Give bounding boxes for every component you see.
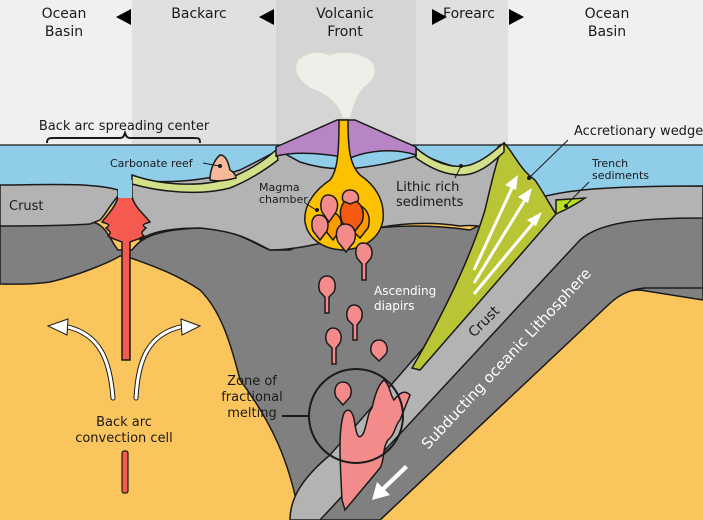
region-forearc: Forearc <box>443 6 495 22</box>
label-carbonate-reef: Carbonate reef <box>110 157 194 170</box>
diapir-1 <box>355 242 373 281</box>
magma-chamber-leader <box>304 202 317 211</box>
label-magma-chamber-line1: Magma <box>259 181 300 194</box>
label-accretionary-wedge: Accretionary wedge <box>574 124 703 139</box>
label-zone-line1: Zone of <box>227 374 277 389</box>
region-volcanic-front-line1: Volcanic <box>316 6 374 22</box>
sky-backarc <box>132 0 276 150</box>
convection-arrow-left-fill <box>66 325 115 400</box>
label-crust-left: Crust <box>9 199 44 214</box>
region-volcanic-front-line2: Front <box>327 24 363 40</box>
label-magma-chamber-line2: chamber <box>259 193 308 206</box>
wedge-arrow-2-head <box>518 188 532 203</box>
carbonate-reef-leader <box>202 162 220 167</box>
region-ocean-basin-right-line1: Ocean <box>585 6 630 22</box>
wedge-arrow-3-shaft <box>472 221 536 295</box>
region-backarc: Backarc <box>171 6 226 22</box>
sky-ocean-basin-right <box>508 0 703 150</box>
trench-leader <box>566 181 590 205</box>
region-ocean-basin-right-line2: Basin <box>588 24 626 40</box>
wedge-arrow-1-head <box>505 175 518 190</box>
label-convection-line1: Back arc <box>96 415 152 430</box>
drop-pink-2 <box>311 214 329 242</box>
lithic-dot <box>459 164 463 168</box>
drop-pink-4 <box>335 223 357 254</box>
subducting-crust <box>289 185 703 520</box>
diapir-6 <box>334 381 352 407</box>
label-trench-line1: Trench <box>591 157 628 170</box>
wedge-arrow-3-head <box>527 212 542 226</box>
region-ocean-basin-left-line2: Basin <box>45 24 83 40</box>
carbonate-reef <box>209 154 237 182</box>
label-lithic-line1: Lithic rich <box>396 180 459 195</box>
wedge-arrow-1-shaft <box>472 187 514 271</box>
label-zone-line3: melting <box>227 406 276 421</box>
subduction-direction-arrow <box>372 465 408 500</box>
convection-arrowhead-left <box>46 318 69 336</box>
drop-pink-1 <box>320 194 339 224</box>
region-ocean-basin-left-line1: Ocean <box>42 6 87 22</box>
sky-forearc <box>416 0 508 150</box>
magma-chamber-dot <box>315 208 319 212</box>
label-zone-line2: fractional <box>221 390 283 405</box>
label-ascending-line1: Ascending <box>374 284 436 298</box>
label-lithic-line2: sediments <box>396 195 464 210</box>
trench-sediments <box>555 197 588 216</box>
convection-arrowhead-right <box>180 318 202 336</box>
diapir-5 <box>370 339 388 363</box>
overriding-crust-left <box>0 183 119 227</box>
drop-pink-3 <box>341 189 360 205</box>
backarc-magma-plume <box>100 196 152 361</box>
arrow-left-volcanic <box>259 9 274 25</box>
diapir-3 <box>346 304 363 341</box>
arrow-left-backarc <box>116 9 131 25</box>
backarc-magma-tail <box>121 450 129 494</box>
lithic-sediment-layer <box>415 141 505 176</box>
accretionary-wedge-leader <box>529 139 569 178</box>
label-convection-line2: convection cell <box>75 431 173 446</box>
spreading-center-bracket <box>46 129 201 144</box>
spreading-center-channel <box>118 180 132 198</box>
sky-ocean-basin-left <box>0 0 132 150</box>
wedge-uplift-arrows <box>472 175 542 295</box>
diapir-2 <box>318 275 336 314</box>
lithic-leader <box>454 165 462 179</box>
wedge-arrow-2-shaft <box>472 199 527 284</box>
diapir-4 <box>325 327 342 365</box>
label-back-arc-spreading-center: Back arc spreading center <box>39 119 210 134</box>
arrow-right-forearc <box>432 9 447 25</box>
convection-arrow-right-fill <box>134 325 182 400</box>
fractional-melt <box>339 379 411 512</box>
arrow-right-ocean <box>509 9 524 25</box>
eruption-plume <box>295 51 376 119</box>
label-trench-line2: sediments <box>592 169 649 182</box>
carbonate-reef-dot <box>218 164 222 168</box>
accretionary-wedge-dot <box>527 176 531 180</box>
trench-dot <box>564 204 568 208</box>
label-ascending-line2: diapirs <box>374 299 414 313</box>
backarc-sediment-layer <box>131 148 279 194</box>
